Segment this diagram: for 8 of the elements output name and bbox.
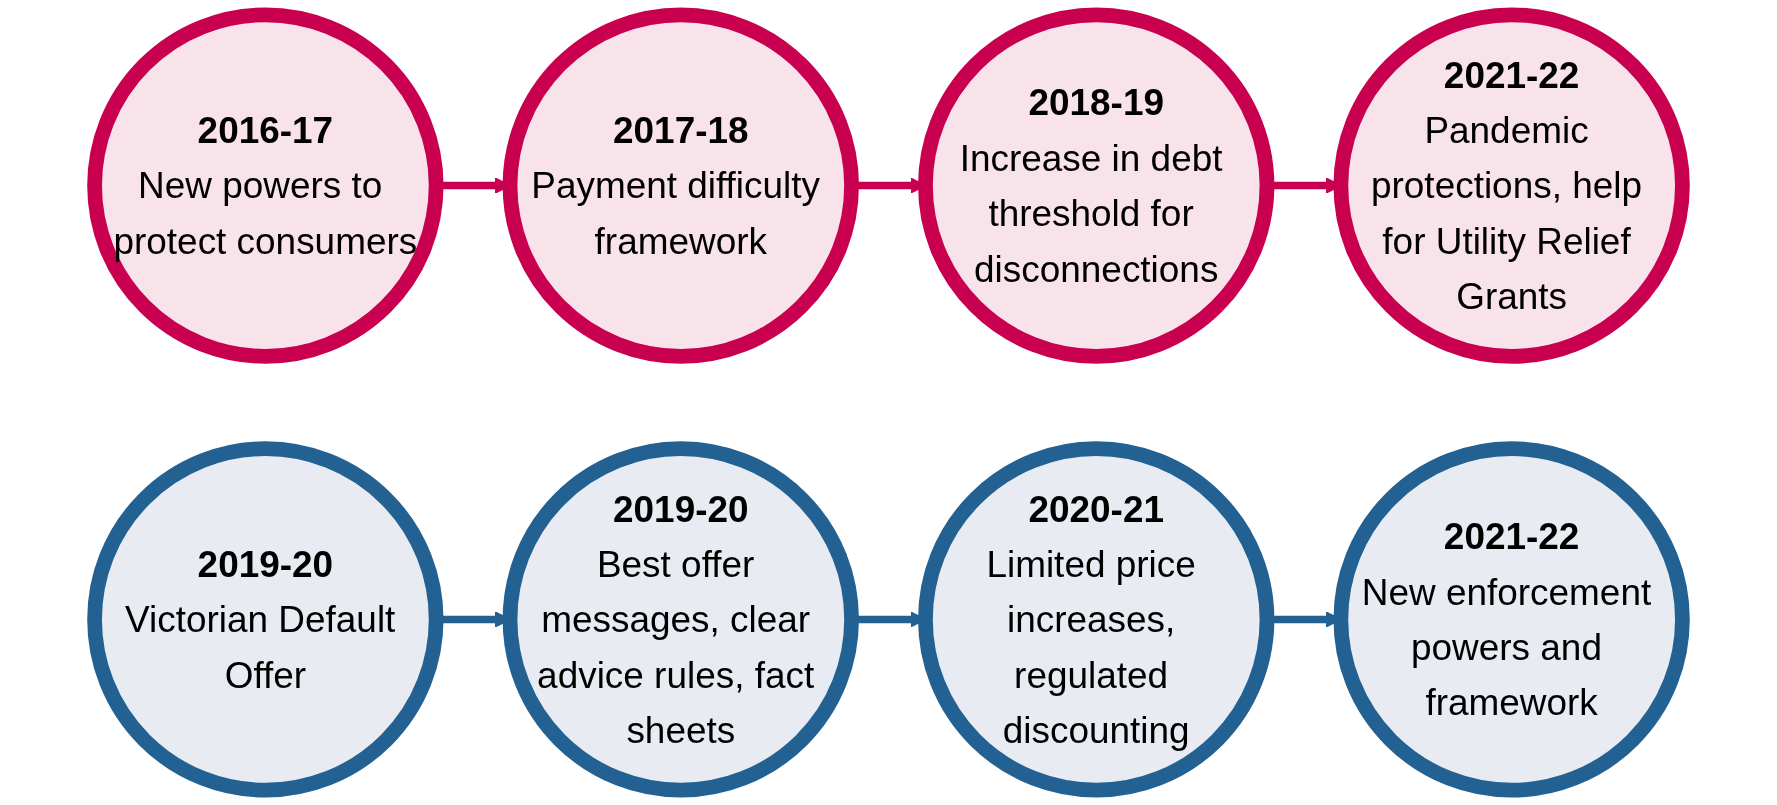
node-circle xyxy=(87,7,444,364)
node-circle xyxy=(918,7,1275,364)
node-circle xyxy=(502,441,859,798)
node-circle xyxy=(1333,7,1690,364)
node-circle xyxy=(502,7,859,364)
node-circle xyxy=(87,441,444,798)
node-circle xyxy=(1333,441,1690,798)
node-circle xyxy=(918,441,1275,798)
